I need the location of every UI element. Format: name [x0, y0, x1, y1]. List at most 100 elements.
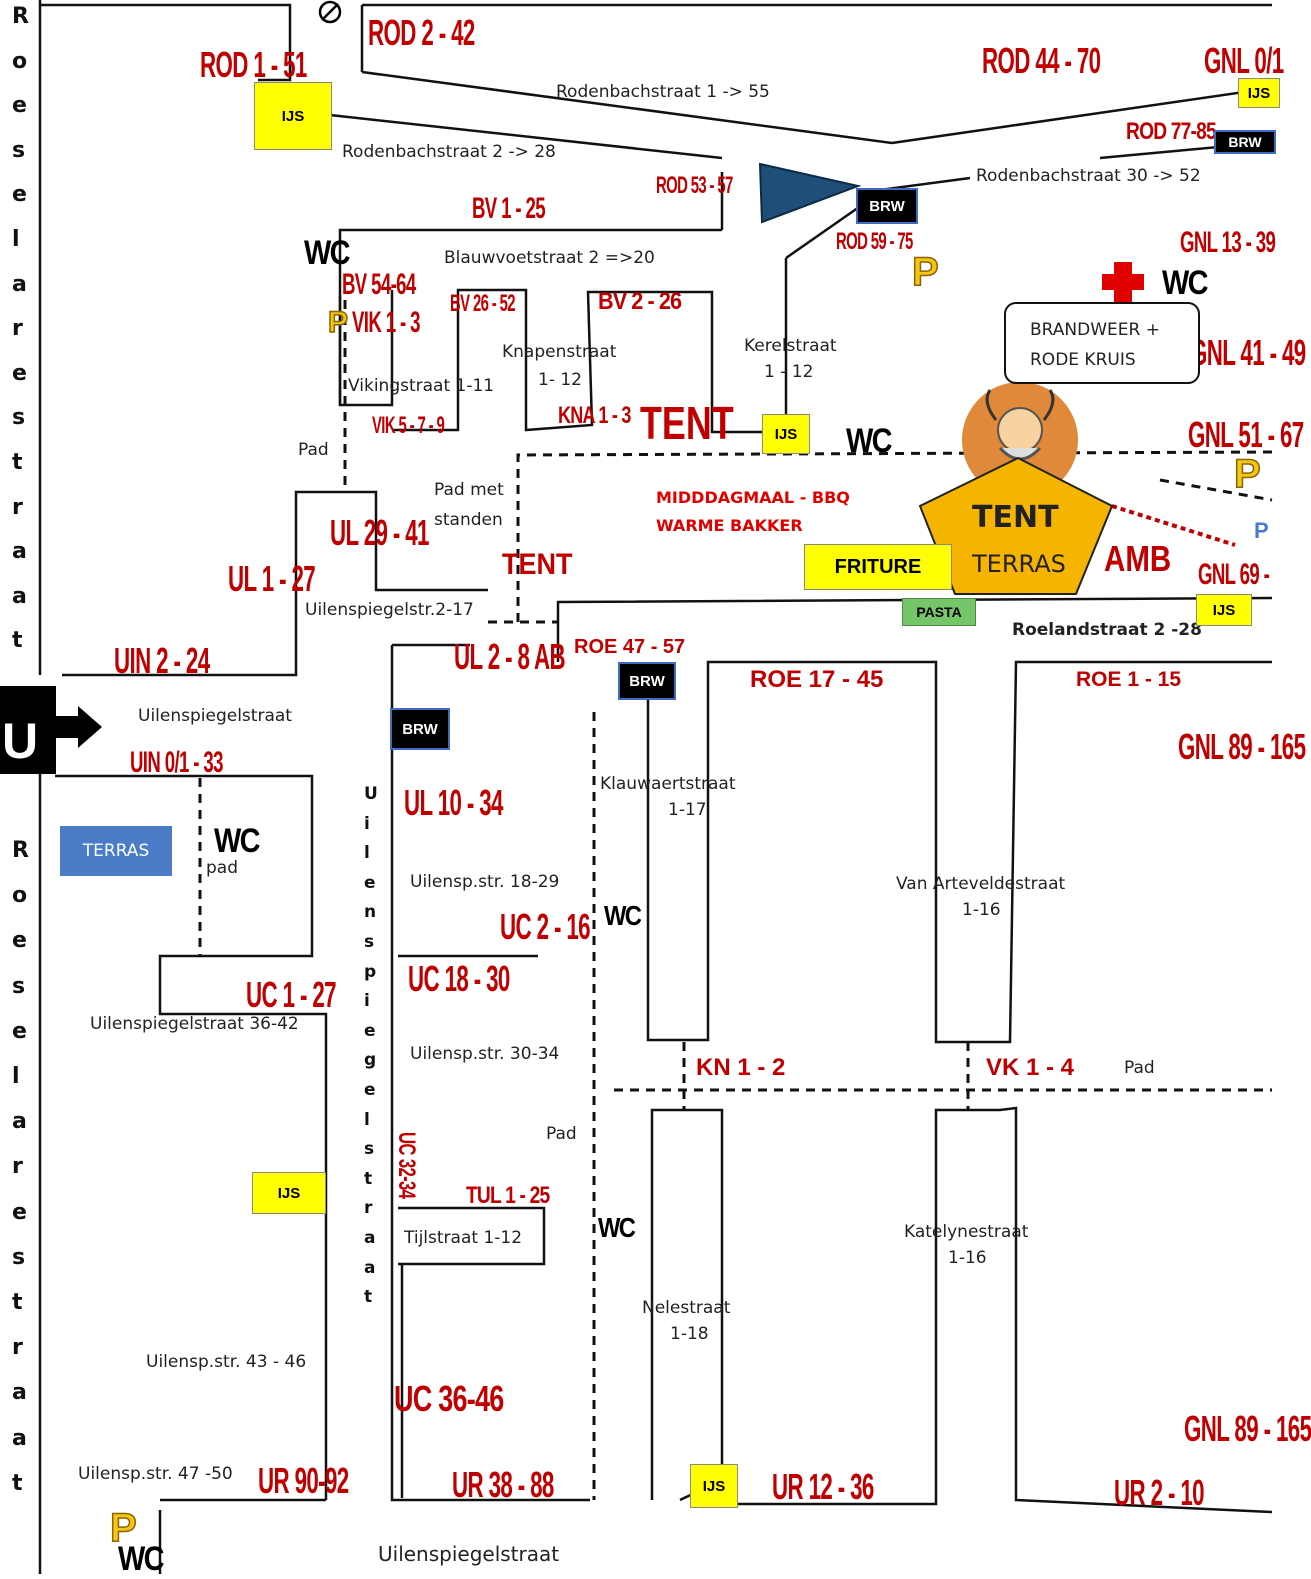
wc-marker: WC: [604, 900, 642, 931]
vertical-street-letter: e: [364, 1020, 376, 1041]
street-viking: Vikingstraat 1-11: [348, 376, 495, 396]
vertical-street-letter: l: [12, 227, 20, 252]
code-vk-1-4: VK 1 - 4: [986, 1054, 1075, 1081]
ijs-marker: IJS: [762, 414, 810, 454]
ijs-marker: IJS: [1196, 594, 1252, 626]
vertical-street-letter: s: [12, 137, 26, 163]
street-roeland: Roelandstraat 2 -28: [1012, 620, 1202, 640]
code-rod-59-75: ROD 59 - 75: [836, 228, 913, 255]
no-entry-icon: [318, 0, 342, 24]
code-rod-77-85: ROD 77-85: [1126, 118, 1217, 145]
code-roe-47-57: ROE 47 - 57: [574, 636, 686, 658]
street-kerel-range: 1 - 12: [764, 362, 814, 382]
street-neles-label: Nelestraat: [642, 1298, 731, 1318]
vertical-street-letter: s: [364, 1139, 375, 1160]
street-uilensp-left: Uilenspiegelstraat: [138, 706, 292, 726]
vertical-street-letter: s: [364, 932, 375, 952]
tent-label-top: TENT: [640, 397, 734, 449]
entrance-letter: U: [2, 713, 39, 769]
code-roe-1-15: ROE 1 - 15: [1076, 668, 1182, 691]
pasta-box: PASTA: [902, 598, 976, 626]
street-uilensp-43-46: Uilensp.str. 43 - 46: [146, 1352, 307, 1372]
wc-marker: WC: [118, 1540, 164, 1578]
flag-icon: [758, 162, 862, 224]
brandweer-label-1: BRANDWEER +: [1030, 320, 1160, 340]
warme-bakker-label: WARME BAKKER: [656, 516, 803, 535]
pad-met-standen-2: standen: [434, 510, 503, 530]
terras-box: TERRAS: [60, 826, 172, 876]
code-uc-18-30: UC 18 - 30: [408, 958, 510, 999]
ijs-marker: IJS: [254, 82, 332, 150]
pad-label-mid: Pad: [546, 1124, 577, 1144]
code-uc-1-27: UC 1 - 27: [246, 974, 337, 1015]
vertical-street-letter: r: [364, 1198, 373, 1219]
code-uin-2-24: UIN 2 - 24: [114, 640, 210, 681]
vertical-street-letter: t: [364, 1287, 373, 1308]
code-ur-12-36: UR 12 - 36: [772, 1466, 874, 1507]
vertical-street-letter: g: [364, 1050, 377, 1071]
street-uilensp-36-42: Uilenspiegelstraat 36-42: [90, 1014, 299, 1034]
vertical-street-letter: a: [12, 1425, 27, 1451]
code-bv-1-25: BV 1 - 25: [472, 192, 546, 225]
parking-marker: P: [1233, 451, 1261, 497]
code-rod-53-57: ROD 53 - 57: [656, 172, 733, 199]
code-ul-10-34: UL 10 - 34: [404, 782, 503, 823]
street-kately-label: Katelynestraat: [904, 1222, 1029, 1242]
brw-marker: BRW: [618, 662, 676, 700]
street-rodenbach-1-55: Rodenbachstraat 1 -> 55: [556, 82, 770, 102]
brandweer-box: BRANDWEER + RODE KRUIS: [1004, 302, 1200, 384]
midddagmaal-label: MIDDDAGMAAL - BBQ: [656, 488, 850, 507]
parking-marker: P: [109, 1505, 137, 1551]
vertical-street-letter: a: [12, 1380, 27, 1406]
brandweer-label-2: RODE KRUIS: [1030, 350, 1136, 370]
code-gnl-69: GNL 69 -: [1198, 558, 1270, 591]
code-bv-2-26: BV 2 - 26: [598, 288, 682, 315]
street-tijl: Tijlstraat 1-12: [404, 1228, 523, 1248]
street-uilensp-18-29: Uilensp.str. 18-29: [410, 872, 560, 892]
street-uilensp-2-17: Uilenspiegelstr.2-17: [305, 600, 474, 620]
vertical-street-letter: p: [364, 961, 377, 982]
vertical-street-letter: e: [12, 93, 27, 119]
tent-label-mid: TENT: [502, 548, 573, 581]
vertical-street-letter: e: [12, 1199, 27, 1225]
wc-marker: WC: [214, 822, 260, 860]
code-gnl-89-165-bottom: GNL 89 - 165: [1184, 1408, 1311, 1449]
wc-marker: WC: [304, 234, 350, 272]
code-uc-32-34: UC 32-34: [393, 1132, 420, 1199]
amb-label: AMB: [1104, 538, 1172, 579]
brw-marker: BRW: [390, 708, 450, 750]
code-uin-0-1-33: UIN 0/1 - 33: [130, 746, 223, 779]
vertical-street-letter: e: [364, 872, 376, 893]
wc-marker: WC: [598, 1212, 636, 1243]
vertical-street-letter: a: [12, 271, 27, 297]
vertical-street-letter: r: [12, 494, 23, 520]
vertical-street-letter: t: [12, 1470, 23, 1496]
pad-met-standen-1: Pad met: [434, 480, 504, 500]
vertical-street-letter: l: [12, 1064, 20, 1089]
vertical-street-letter: l: [364, 1109, 370, 1130]
red-cross-icon: [1102, 262, 1144, 302]
vertical-street-letter: e: [12, 360, 27, 386]
pad-label-top: Pad: [298, 440, 329, 460]
road-lines: [0, 0, 1273, 1574]
vertical-street-letter: a: [364, 1228, 376, 1248]
vertical-street-letter: l: [364, 843, 370, 864]
tent-terras-shape: [918, 456, 1114, 595]
code-gnl-0-1: GNL 0/1: [1204, 40, 1284, 81]
ijs-marker: IJS: [1238, 78, 1280, 108]
vertical-street-letter: r: [12, 316, 23, 342]
wc-marker: WC: [846, 422, 892, 460]
vertical-street-letter: i: [364, 813, 370, 834]
vertical-street-letter: o: [12, 48, 28, 74]
code-ur-2-10: UR 2 - 10: [1114, 1472, 1205, 1513]
street-knapen-range: 1- 12: [538, 370, 582, 390]
vertical-street-letter: a: [12, 539, 27, 565]
street-klauw-range: 1-17: [668, 800, 707, 820]
street-klauw-label: Klauwaertstraat: [600, 774, 736, 794]
parking-marker: P: [1254, 518, 1269, 543]
street-arteveld-label: Van Arteveldestraat: [896, 874, 1066, 894]
pad-label-left: pad: [206, 858, 238, 878]
code-ul-1-27: UL 1 - 27: [228, 558, 316, 599]
parking-marker: P: [327, 305, 349, 340]
